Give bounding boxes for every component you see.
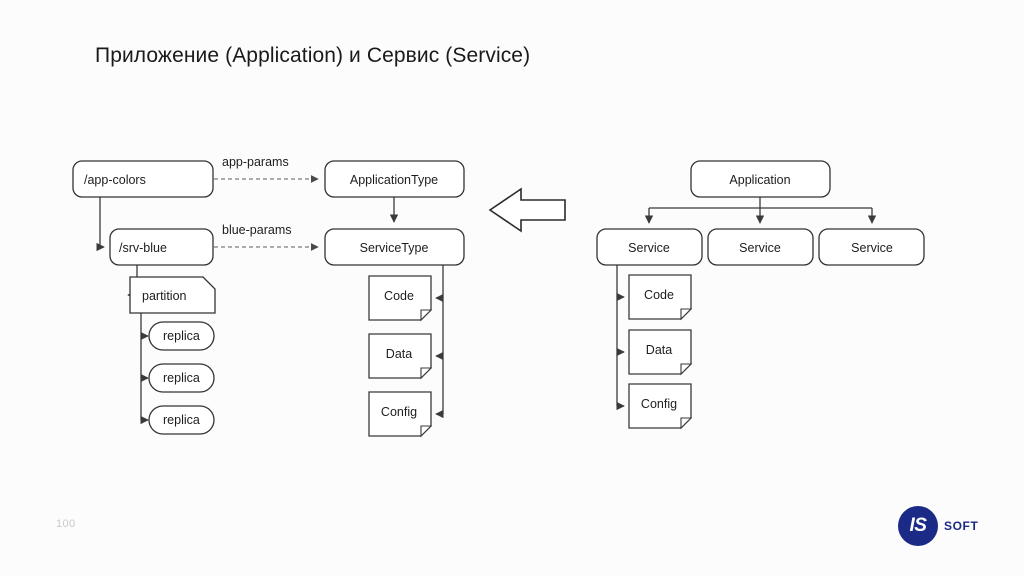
node-service-type-label: ServiceType [360,241,429,255]
node-application[interactable]: Application [690,160,831,198]
doc-config-right[interactable]: Config [628,383,693,430]
node-application-label: Application [729,173,790,187]
edge-label-blue-params: blue-params [222,223,291,237]
doc-config-right-label: Config [641,397,677,411]
doc-data-left-label: Data [386,347,412,361]
node-service-3-label: Service [851,241,893,255]
doc-data-right[interactable]: Data [628,329,693,376]
logo-soft-text: SOFT [944,519,979,533]
node-service-type[interactable]: ServiceType [324,228,465,266]
doc-config-left-label: Config [381,405,417,419]
node-partition[interactable]: partition [129,276,216,314]
node-replica-2-label: replica [163,371,200,385]
doc-data-left[interactable]: Data [368,333,433,380]
node-service-1-label: Service [628,241,670,255]
doc-data-right-label: Data [646,343,672,357]
page-title: Приложение (Application) и Сервис (Servi… [95,44,531,67]
brand-logo: IS SOFT [898,506,978,548]
node-app-colors[interactable]: /app-colors [72,160,214,198]
node-replica-1[interactable]: replica [148,321,215,351]
node-replica-1-label: replica [163,329,200,343]
node-service-2[interactable]: Service [707,228,814,266]
doc-code-left[interactable]: Code [368,275,433,322]
logo-circle-icon [898,506,938,546]
left-block-arrow-icon [488,187,566,233]
node-srv-blue-label: /srv-blue [119,241,167,255]
doc-code-right-label: Code [644,288,674,302]
doc-code-right[interactable]: Code [628,274,693,321]
doc-config-left[interactable]: Config [368,391,433,438]
node-application-type-label: ApplicationType [350,173,438,187]
doc-code-left-label: Code [384,289,414,303]
node-app-colors-label: /app-colors [84,173,146,187]
node-replica-3[interactable]: replica [148,405,215,435]
page-number: 100 [56,518,76,530]
node-service-3[interactable]: Service [818,228,925,266]
logo-is-mark: IS [909,515,927,536]
node-application-type[interactable]: ApplicationType [324,160,465,198]
node-partition-label: partition [142,289,187,303]
node-service-2-label: Service [739,241,781,255]
node-srv-blue[interactable]: /srv-blue [109,228,214,266]
node-replica-3-label: replica [163,413,200,427]
edge-appcolors-to-srvblue [96,197,105,252]
node-replica-2[interactable]: replica [148,363,215,393]
node-service-1[interactable]: Service [596,228,703,266]
edge-label-app-params: app-params [222,155,289,169]
